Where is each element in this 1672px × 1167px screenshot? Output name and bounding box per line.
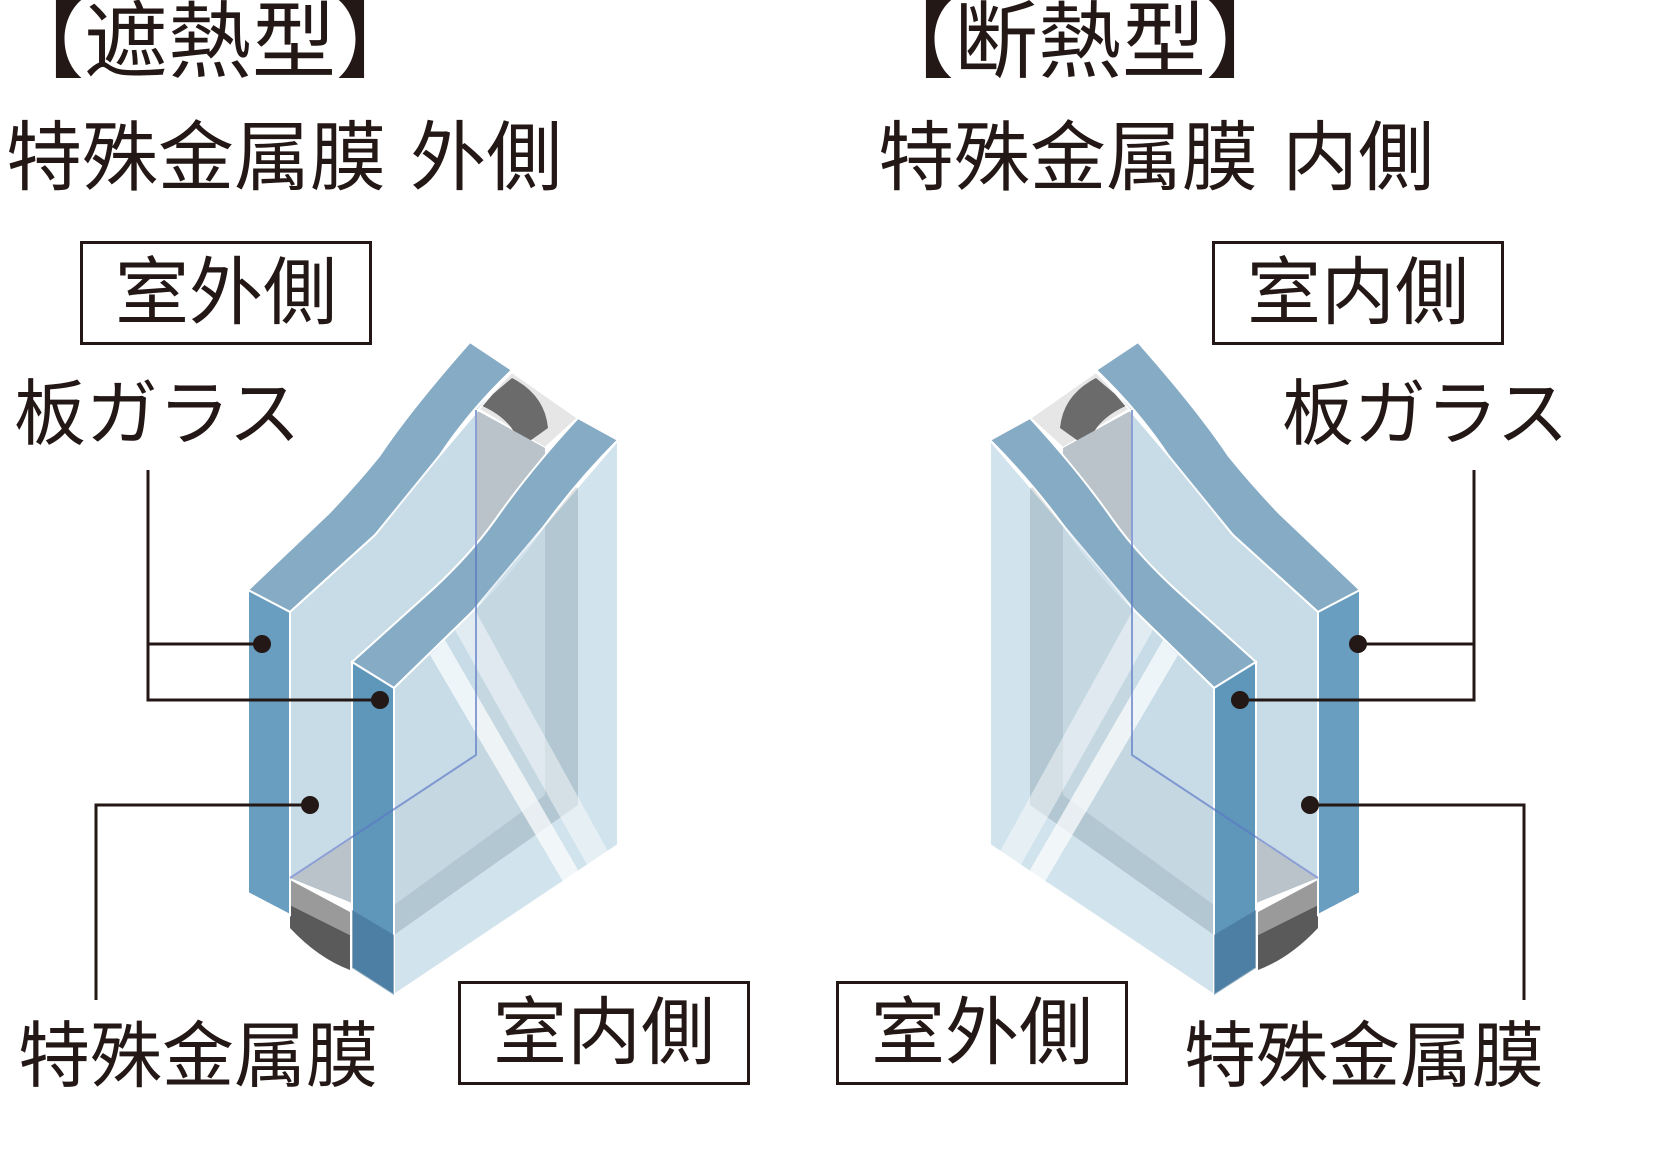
right-back-pane-edge	[1317, 588, 1361, 917]
right-coating-label: 特殊金属膜	[1184, 1014, 1545, 1098]
left-inner-line	[289, 410, 477, 879]
left-top-side-label: 室外側	[115, 250, 337, 336]
right-subtitle: 特殊金属膜 内側	[878, 113, 1435, 202]
left-dot-coating	[301, 796, 319, 814]
left-reflection-1	[430, 640, 578, 885]
left-subtitle: 特殊金属膜 外側	[6, 113, 563, 202]
right-bottom-side-box: 室外側	[836, 981, 1128, 1085]
left-spacer-bottom-seal	[290, 905, 350, 970]
left-back-pane-edge	[247, 588, 291, 917]
left-bottom-side-box: 室内側	[458, 981, 750, 1085]
left-reflection-2	[455, 610, 610, 870]
right-reflection-1	[1030, 640, 1178, 885]
left-top-side-box: 室外側	[80, 241, 372, 345]
right-type-title: 【断熱型】	[870, 0, 1291, 91]
left-bottom-side-label: 室内側	[493, 990, 715, 1076]
right-spacer-bottom-face	[1258, 880, 1318, 935]
left-spacer-top-seal	[480, 378, 548, 448]
right-spacer-top-seal	[1060, 378, 1128, 448]
left-dot-back-pane	[253, 635, 271, 653]
left-glass-label: 板ガラス	[14, 372, 301, 456]
right-front-pane-edge-shadow	[1214, 910, 1256, 995]
right-bottom-side-label: 室外側	[871, 990, 1093, 1076]
right-top-side-label: 室内側	[1247, 250, 1469, 336]
right-dot-front-pane	[1231, 691, 1249, 709]
right-glass-unit	[988, 340, 1362, 997]
left-type-title: 【遮熱型】	[0, 0, 421, 91]
left-dot-front-pane	[371, 691, 389, 709]
right-dot-back-pane	[1349, 635, 1367, 653]
right-inner-line	[1131, 410, 1319, 879]
left-glass-unit	[94, 340, 620, 1000]
left-glass-leaders	[94, 470, 380, 1000]
right-glass-leaders	[1240, 470, 1526, 1000]
right-spacer-bottom-seal	[1258, 905, 1318, 970]
left-front-pane-edge-shadow	[352, 910, 394, 995]
right-glass-label: 板ガラス	[1282, 372, 1569, 456]
right-top-side-box: 室内側	[1212, 241, 1504, 345]
right-dot-coating	[1301, 796, 1319, 814]
right-reflection-2	[998, 610, 1153, 870]
left-coating-label: 特殊金属膜	[18, 1014, 379, 1098]
left-spacer-bottom-face	[290, 880, 350, 935]
